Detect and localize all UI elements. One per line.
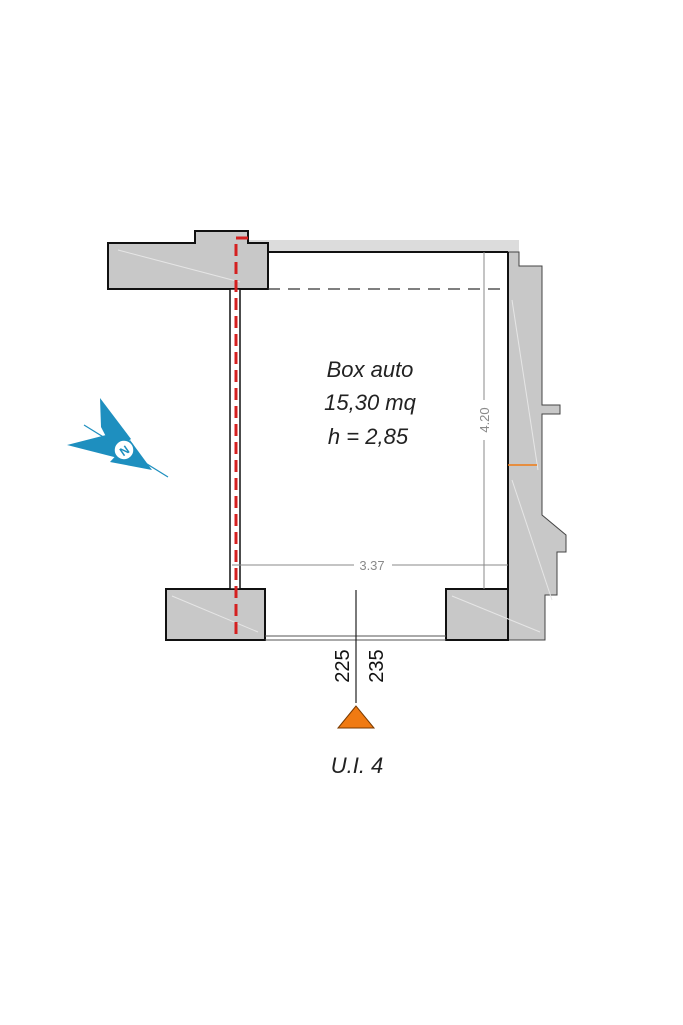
unit-label: U.I. 4	[331, 753, 384, 778]
north-compass-icon: N	[67, 398, 169, 478]
wall-bottom-right	[445, 588, 509, 641]
level-left: 225	[332, 649, 354, 682]
roof-edge	[236, 240, 519, 252]
room-height: h = 2,85	[328, 424, 409, 449]
dim-gap	[354, 557, 392, 573]
wall-top-left	[107, 230, 269, 290]
wall-hatch	[117, 249, 241, 283]
depth-dimension: 4.20	[477, 407, 492, 432]
entrance-triangle-icon	[336, 705, 376, 729]
width-dimension: 3.37	[359, 558, 384, 573]
wall-right	[507, 251, 567, 641]
level-right: 235	[366, 649, 388, 682]
wall-hatch	[451, 595, 541, 633]
room-name: Box auto	[327, 357, 414, 382]
wall-hatch	[511, 299, 539, 471]
dim-gap	[476, 400, 492, 440]
boundary-line	[234, 236, 248, 640]
wall-hatch	[171, 595, 259, 633]
wall-hatch	[511, 479, 553, 601]
room-area: 15,30 mq	[324, 390, 416, 415]
